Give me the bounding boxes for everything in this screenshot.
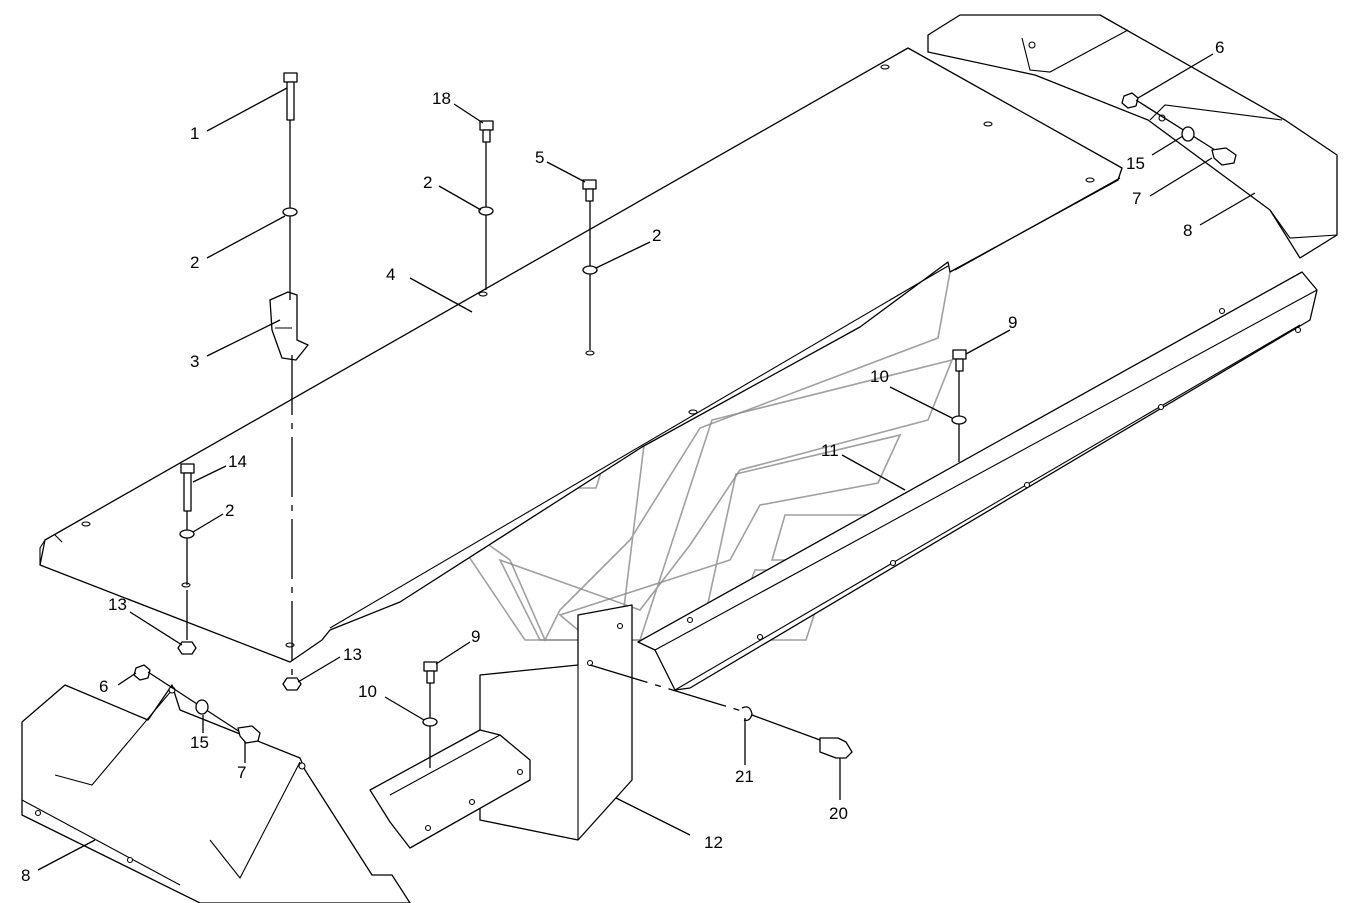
washer-2-c xyxy=(582,265,598,275)
callout-2-c: 2 xyxy=(652,226,661,245)
callout-15-b: 15 xyxy=(190,733,209,752)
washer-2-d xyxy=(179,529,195,539)
callout-6-a: 6 xyxy=(1215,38,1224,57)
callout-12: 12 xyxy=(704,833,723,852)
callout-15-a: 15 xyxy=(1126,154,1145,173)
callout-3: 3 xyxy=(190,352,199,371)
nut-6-bottom xyxy=(133,664,241,733)
callout-2-d: 2 xyxy=(225,501,234,520)
callout-18: 18 xyxy=(432,89,451,108)
callout-13-a: 13 xyxy=(108,595,127,614)
nut-13-b xyxy=(282,355,302,691)
callout-7-b: 7 xyxy=(237,763,246,782)
callout-21: 21 xyxy=(735,767,754,786)
end-cap-8-bottom xyxy=(21,684,411,903)
callout-2-a: 2 xyxy=(190,253,199,272)
callout-10-b: 10 xyxy=(358,682,377,701)
bolt-9-left xyxy=(423,661,438,768)
callout-1: 1 xyxy=(190,124,199,143)
callout-14: 14 xyxy=(228,452,247,471)
nut-6-top xyxy=(1121,92,1216,151)
pin-21 xyxy=(589,664,753,722)
callout-20: 20 xyxy=(829,804,848,823)
washer-10-left xyxy=(422,717,438,727)
callout-10-a: 10 xyxy=(870,367,889,386)
bolt-20 xyxy=(751,714,853,759)
cover-panel-4 xyxy=(39,47,1123,663)
callout-8-b: 8 xyxy=(21,866,30,885)
callout-4: 4 xyxy=(386,265,395,284)
callout-7-a: 7 xyxy=(1132,189,1141,208)
clip-bracket-3 xyxy=(269,291,309,361)
bolt-14 xyxy=(180,463,195,585)
washer-10-right xyxy=(951,415,967,425)
callout-8-a: 8 xyxy=(1183,221,1192,240)
leader-lines xyxy=(37,53,1256,871)
callout-labels: 1 2 3 4 18 2 5 2 14 2 13 13 6 15 7 8 9 1… xyxy=(21,38,1224,885)
callout-11: 11 xyxy=(821,441,839,460)
callout-13-b: 13 xyxy=(343,645,362,664)
bolt-7-bottom xyxy=(237,725,261,744)
washer-2-a xyxy=(282,207,298,217)
small-bracket xyxy=(369,729,531,849)
washer-2-b xyxy=(478,206,494,216)
washer-15-top xyxy=(1181,126,1195,142)
washer-15-bottom xyxy=(195,699,209,715)
callout-5: 5 xyxy=(535,148,544,167)
end-cap-8-top xyxy=(927,14,1338,259)
angle-bracket-11 xyxy=(637,271,1318,691)
callout-9-b: 9 xyxy=(471,627,480,646)
callout-6-b: 6 xyxy=(99,677,108,696)
nut-13-a xyxy=(177,590,197,655)
bolt-5 xyxy=(582,179,597,350)
callout-9-a: 9 xyxy=(1008,313,1017,332)
callout-2-b: 2 xyxy=(423,173,432,192)
bolt-1 xyxy=(283,72,298,300)
bolt-18 xyxy=(479,120,494,290)
bolt-7-top xyxy=(1211,147,1237,166)
bolt-9-right xyxy=(952,349,967,462)
